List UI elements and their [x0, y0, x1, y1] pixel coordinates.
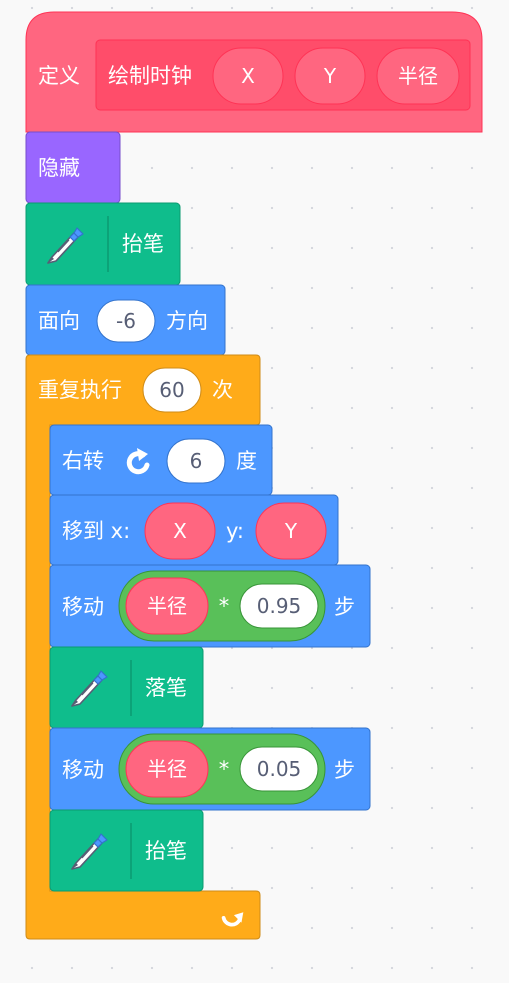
direction-input[interactable]: -6	[96, 299, 156, 343]
factor-input[interactable]: 0.95	[239, 583, 319, 629]
svg-text:移动: 移动	[62, 758, 104, 782]
svg-text:重复执行: 重复执行	[38, 378, 122, 402]
svg-text:隐藏: 隐藏	[38, 156, 80, 180]
radius-param-reporter[interactable]: 半径	[125, 577, 209, 635]
procedure-name: 绘制时钟	[108, 64, 192, 88]
svg-text:X: X	[241, 64, 255, 88]
svg-text:次: 次	[212, 378, 233, 402]
svg-text:抬笔: 抬笔	[122, 232, 164, 256]
svg-text:半径: 半径	[147, 594, 187, 618]
svg-text:60: 60	[159, 378, 184, 402]
move-steps-block[interactable]: 移动 半径 * 0.05 步	[49, 727, 371, 811]
x-param-reporter[interactable]: X	[144, 502, 216, 560]
svg-text:移到 x:: 移到 x:	[62, 519, 130, 543]
repeat-block[interactable]: 重复执行 60 次	[25, 354, 261, 940]
prototype-block[interactable]: 绘制时钟 X Y 半径	[95, 39, 471, 111]
multiply-sign: *	[219, 594, 230, 618]
pen-up-block[interactable]: 抬笔	[49, 809, 204, 892]
svg-text:面向: 面向	[38, 309, 80, 333]
define-block[interactable]: 定义 绘制时钟 X Y 半径	[25, 11, 483, 133]
multiply-operator[interactable]: 半径 * 0.95	[118, 570, 326, 642]
svg-text:X: X	[173, 519, 187, 543]
radius-param-reporter[interactable]: 半径	[125, 740, 209, 798]
svg-text:-6: -6	[116, 309, 136, 333]
turn-degrees-input[interactable]: 6	[166, 438, 226, 484]
hide-block[interactable]: 隐藏	[25, 131, 121, 204]
param-radius-reporter[interactable]: 半径	[376, 47, 460, 105]
svg-text:Y: Y	[284, 519, 298, 543]
param-y-reporter[interactable]: Y	[294, 47, 366, 105]
svg-text:步: 步	[334, 595, 355, 619]
point-direction-block[interactable]: 面向 -6 方向	[25, 284, 226, 356]
svg-text:半径: 半径	[147, 757, 187, 781]
svg-text:y:: y:	[226, 519, 244, 543]
pen-down-block[interactable]: 落笔	[49, 646, 204, 729]
turn-right-block[interactable]: 右转 6 度	[49, 424, 273, 496]
svg-text:步: 步	[334, 758, 355, 782]
define-keyword: 定义	[38, 64, 80, 88]
multiply-sign: *	[219, 757, 230, 781]
svg-text:0.05: 0.05	[257, 757, 302, 781]
svg-text:方向: 方向	[166, 309, 208, 333]
multiply-operator[interactable]: 半径 * 0.05	[118, 733, 326, 805]
pen-up-block[interactable]: 抬笔	[25, 202, 181, 286]
svg-text:Y: Y	[323, 64, 337, 88]
svg-text:移动: 移动	[62, 595, 104, 619]
y-param-reporter[interactable]: Y	[255, 502, 327, 560]
goto-xy-block[interactable]: 移到 x: X y: Y	[49, 494, 339, 566]
svg-text:抬笔: 抬笔	[145, 839, 187, 863]
svg-text:0.95: 0.95	[257, 594, 302, 618]
svg-text:右转: 右转	[62, 449, 104, 473]
move-steps-block[interactable]: 移动 半径 * 0.95 步	[49, 564, 371, 648]
svg-text:度: 度	[236, 449, 257, 473]
svg-text:落笔: 落笔	[145, 676, 187, 700]
svg-text:6: 6	[190, 449, 203, 473]
svg-text:半径: 半径	[398, 64, 438, 88]
repeat-count-input[interactable]: 60	[142, 367, 202, 413]
param-x-reporter[interactable]: X	[212, 47, 284, 105]
factor-input[interactable]: 0.05	[239, 746, 319, 792]
